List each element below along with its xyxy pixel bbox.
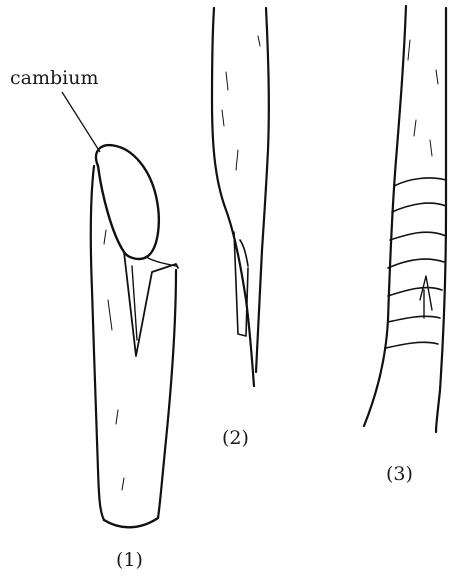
scion-texture <box>104 230 124 490</box>
graft-cleft <box>420 276 432 318</box>
cambium-label: cambium <box>10 67 98 89</box>
scion-bottom <box>104 518 158 527</box>
stock-texture <box>222 36 260 170</box>
panel-2-stock <box>212 8 269 386</box>
graft-texture <box>408 40 438 156</box>
scion-left-outline <box>91 166 104 520</box>
panel-1-scion <box>91 145 178 527</box>
binding-wraps <box>386 178 446 348</box>
panel-3-bound-graft <box>364 6 446 432</box>
panel-label-3: (3) <box>386 463 413 485</box>
scion-right-outline <box>158 270 176 518</box>
cambium-leader-line <box>62 92 100 152</box>
stock-right-outline <box>256 8 269 372</box>
panel-label-2: (2) <box>222 427 249 449</box>
panel-label-1: (1) <box>116 549 143 571</box>
graft-right-outline <box>436 8 446 432</box>
graft-left-outline <box>364 6 406 426</box>
scion-cut-face <box>96 145 159 259</box>
scion-wedge-inner <box>132 258 176 340</box>
stock-left-outline <box>212 8 254 386</box>
